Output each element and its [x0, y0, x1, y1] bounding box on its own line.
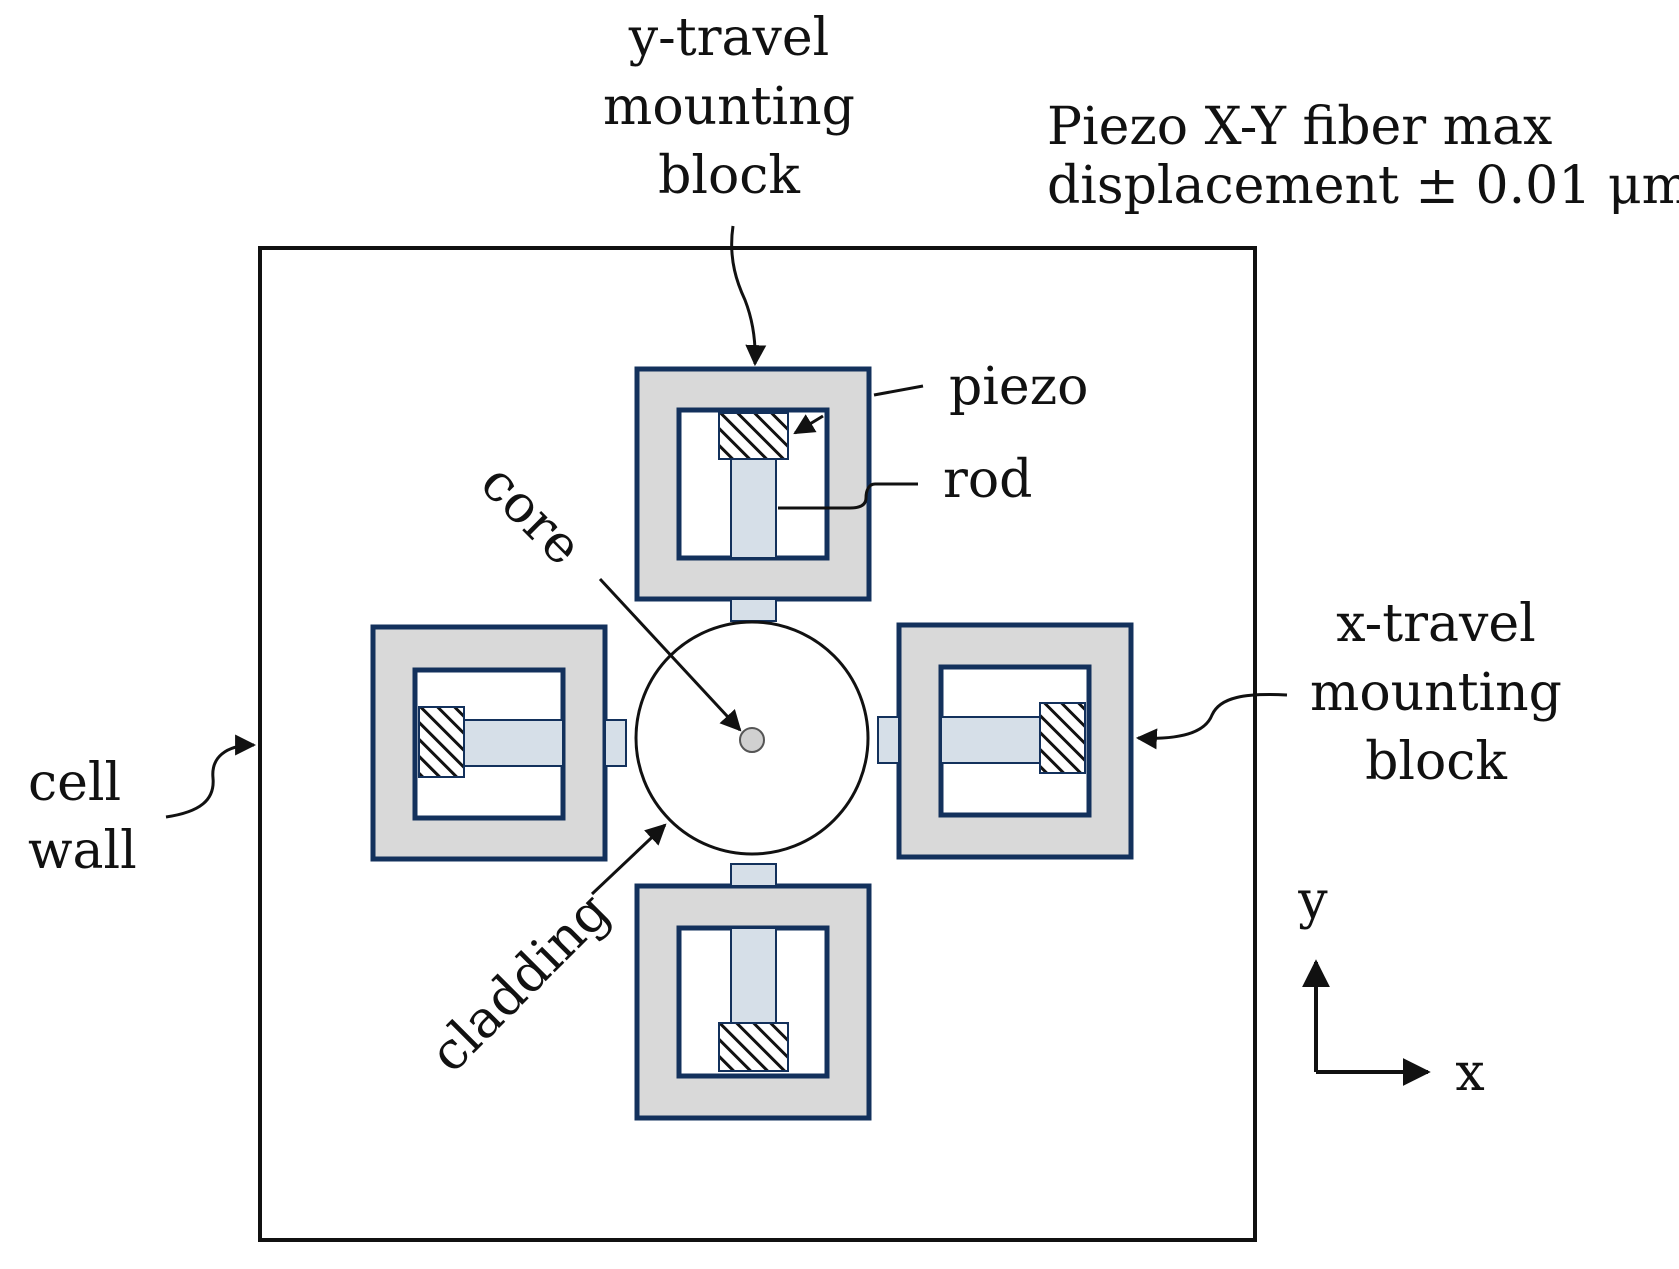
pusher-left: [604, 719, 627, 767]
mounting-block-left: [370, 624, 627, 862]
axis-y-label: y: [1297, 871, 1328, 931]
axes-indicator: y x: [1297, 871, 1484, 1103]
pusher-top: [730, 598, 777, 622]
spec-line-1: Piezo X-Y fiber max: [1047, 97, 1552, 157]
rod-right: [940, 716, 1041, 764]
rod-bottom: [730, 927, 777, 1024]
piezo-left: [418, 706, 465, 778]
x-travel-line-3: block: [1365, 732, 1507, 792]
piezo-arrow: [793, 414, 824, 435]
core-label: core: [469, 453, 593, 577]
mounting-block-top: [634, 366, 872, 622]
x-travel-line-1: x-travel: [1336, 594, 1536, 654]
y-travel-line-2: mounting: [603, 77, 855, 137]
rod-top: [730, 458, 777, 559]
rod-leader: [778, 482, 918, 510]
axis-x-label: x: [1455, 1043, 1484, 1103]
y-travel-arrow: [730, 225, 767, 367]
x-travel-label: x-travel mounting block: [1310, 594, 1562, 792]
rod-label: rod: [943, 450, 1032, 510]
piezo-leader: [873, 384, 924, 397]
mounting-block-right: [877, 622, 1134, 860]
cell-wall-arrow: [165, 734, 257, 819]
y-travel-line-3: block: [658, 146, 800, 206]
core-arrow: [598, 577, 742, 732]
y-travel-line-1: y-travel: [628, 8, 829, 68]
piezo-right: [1039, 702, 1086, 774]
x-travel-line-2: mounting: [1310, 663, 1562, 723]
pusher-bottom: [730, 863, 777, 887]
y-travel-label: y-travel mounting block: [603, 8, 855, 206]
spec-line-2: displacement ± 0.01 μm: [1047, 156, 1679, 216]
spec-label: Piezo X-Y fiber max displacement ± 0.01 …: [1047, 97, 1679, 216]
cell-wall-label: cell wall: [28, 753, 137, 881]
cladding-label: cladding: [419, 881, 622, 1084]
piezo-bottom: [718, 1022, 789, 1072]
pusher-right: [877, 716, 900, 764]
x-travel-arrow: [1135, 693, 1288, 750]
cell-wall-line-2: wall: [28, 821, 137, 881]
mounting-block-bottom: [634, 863, 872, 1121]
cladding-arrow: [590, 823, 667, 896]
cell-wall-line-1: cell: [28, 753, 121, 813]
cell-wall: [258, 246, 1257, 1242]
rod-left: [463, 719, 564, 767]
piezo-label: piezo: [949, 357, 1088, 417]
fiber-core: [739, 727, 765, 753]
piezo-top: [718, 412, 789, 460]
